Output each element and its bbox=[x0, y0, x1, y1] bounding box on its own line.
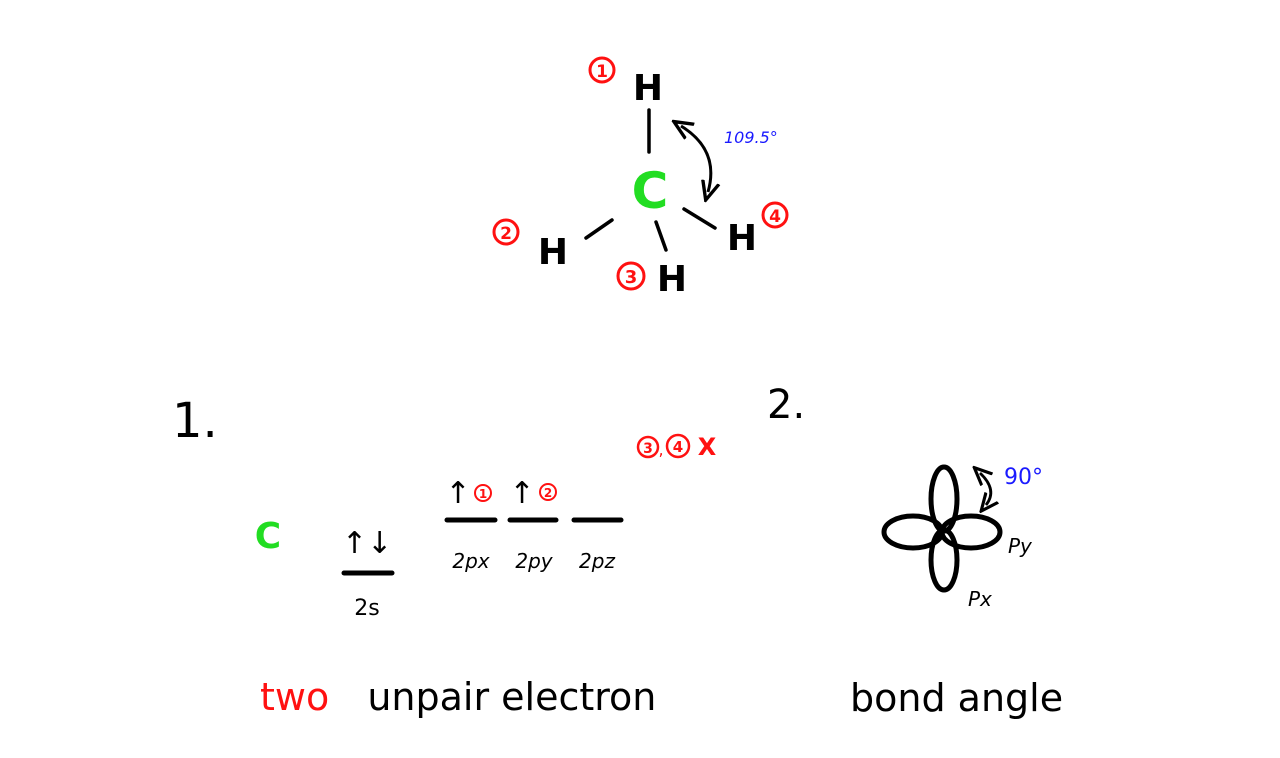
marker-4-label: 4 bbox=[769, 207, 781, 227]
section-1-caption: two unpair electron bbox=[260, 675, 656, 719]
bond-c-h2 bbox=[584, 218, 614, 240]
marker-1: 1 bbox=[588, 56, 616, 84]
orbital-2s: ↑↓ 2s bbox=[341, 526, 395, 621]
px-lobe-bottom bbox=[928, 527, 960, 593]
methane-structure: C H H H H 1 2 3 4 109.5° bbox=[492, 56, 789, 300]
caption-highlight: two bbox=[260, 675, 329, 719]
orbital-2py-marker: 2 bbox=[544, 486, 552, 500]
section-2-number: 2. bbox=[767, 382, 805, 428]
bond-c-h4 bbox=[682, 207, 717, 230]
orbital-2pz: 2pz bbox=[571, 517, 624, 573]
orbital-2s-label: 2s bbox=[354, 596, 379, 621]
orbital-2py-label: 2py bbox=[515, 549, 553, 573]
orbital-2py: ↑ 2 2py bbox=[507, 476, 559, 573]
hydrogen-2: H bbox=[538, 232, 568, 273]
orbital-2py-electrons: ↑ bbox=[509, 476, 534, 511]
orbital-2px-label: 2px bbox=[452, 549, 489, 573]
marker-1-label: 1 bbox=[596, 62, 608, 82]
marker-4: 4 bbox=[761, 201, 789, 229]
orbital-2px: ↑ 1 2px bbox=[444, 476, 498, 573]
orbital-2s-electrons: ↑↓ bbox=[342, 526, 392, 561]
right-angle-label: 90° bbox=[1004, 465, 1043, 490]
carbon-atom: C bbox=[632, 162, 669, 220]
hydrogen-1: H bbox=[633, 68, 663, 109]
excluded-separator: , bbox=[658, 440, 663, 459]
orbital-2pz-label: 2pz bbox=[579, 549, 615, 573]
hydrogen-3: H bbox=[657, 259, 687, 300]
marker-3-label: 3 bbox=[625, 267, 638, 288]
caption-rest: unpair electron bbox=[367, 675, 656, 719]
section-1-carbon: C bbox=[255, 516, 281, 557]
hydrogen-4: H bbox=[727, 218, 757, 259]
excluded-markers-note: 3 , 4 X bbox=[636, 433, 717, 461]
marker-3: 3 bbox=[616, 261, 646, 291]
axis-label-py: Py bbox=[1008, 534, 1033, 558]
excluded-marker-4: 4 bbox=[673, 438, 683, 456]
axis-label-px: Px bbox=[968, 587, 992, 611]
marker-2: 2 bbox=[492, 218, 520, 246]
bond-c-h3 bbox=[654, 220, 668, 252]
bond-angle-label: 109.5° bbox=[724, 128, 778, 147]
right-angle-arrow bbox=[980, 473, 991, 505]
excluded-cross: X bbox=[698, 433, 717, 461]
section-1-number: 1. bbox=[172, 393, 218, 449]
section-1: 1. C 3 , 4 X ↑↓ 2s ↑ 1 2px ↑ bbox=[172, 393, 717, 719]
orbital-2px-electrons: ↑ bbox=[445, 476, 470, 511]
bond-angle-arrow bbox=[681, 126, 711, 192]
p-orbital-drawing bbox=[881, 464, 1003, 593]
section-2: 2. 90° Py Px bond angle bbox=[767, 382, 1063, 720]
section-2-caption: bond angle bbox=[850, 676, 1063, 720]
px-lobe-top bbox=[928, 464, 960, 534]
excluded-marker-3: 3 bbox=[643, 441, 653, 457]
orbital-2px-marker: 1 bbox=[479, 487, 487, 501]
marker-2-label: 2 bbox=[500, 224, 512, 244]
